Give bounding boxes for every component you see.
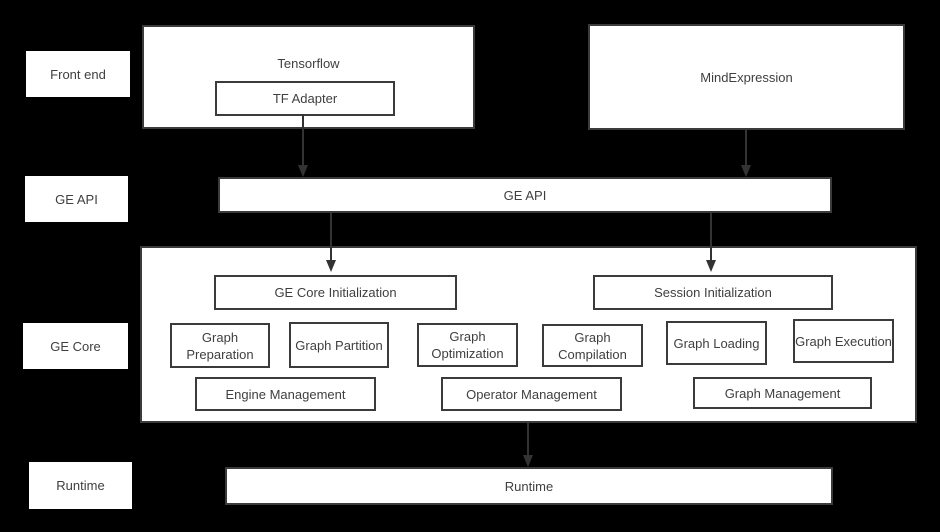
arrow-tf-adapter-to-ge-api-icon <box>298 114 308 177</box>
graph-optimization-box: Graph Optimization <box>417 323 518 367</box>
arrow-ge-core-to-runtime-icon <box>523 423 533 467</box>
graph-loading-box: Graph Loading <box>666 321 767 365</box>
tensorflow-box: Tensorflow TF Adapter <box>142 25 475 129</box>
engine-management-box: Engine Management <box>195 377 376 411</box>
session-initialization-box: Session Initialization <box>593 275 833 310</box>
runtime-bar: Runtime <box>225 467 833 505</box>
arrow-mind-expression-to-ge-api-icon <box>741 130 751 177</box>
arrow-ge-api-to-session-initialization-icon <box>706 213 716 272</box>
ge-core-container: GE Core Initialization Session Initializ… <box>140 246 917 423</box>
graph-preparation-box: Graph Preparation <box>170 323 270 368</box>
graph-partition-box: Graph Partition <box>289 322 389 368</box>
graph-management-box: Graph Management <box>693 377 872 409</box>
rail-label-front-end: Front end <box>26 51 130 97</box>
tensorflow-label: Tensorflow <box>277 56 340 71</box>
rail-label-ge-api: GE API <box>25 176 128 222</box>
tf-adapter-box: TF Adapter <box>215 81 395 116</box>
mind-expression-box: MindExpression <box>588 24 905 130</box>
arrow-ge-api-to-ge-core-initialization-icon <box>326 213 336 272</box>
rail-label-runtime: Runtime <box>29 462 132 509</box>
ge-core-initialization-box: GE Core Initialization <box>214 275 457 310</box>
graph-compilation-box: Graph Compilation <box>542 324 643 367</box>
rail-label-ge-core: GE Core <box>23 323 128 369</box>
graph-execution-box: Graph Execution <box>793 319 894 363</box>
ge-api-bar: GE API <box>218 177 832 213</box>
operator-management-box: Operator Management <box>441 377 622 411</box>
